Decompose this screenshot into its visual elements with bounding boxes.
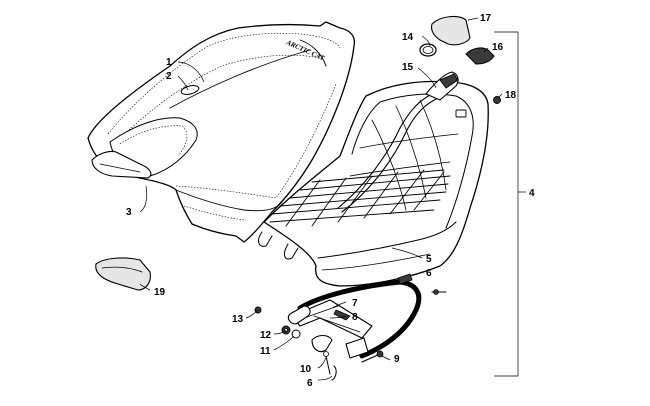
callout-3: 3 [126, 207, 132, 218]
callout-6-lower: 6 [307, 378, 313, 389]
callout-12: 12 [260, 330, 272, 341]
seat-stand [254, 279, 422, 381]
latch-hardware [419, 15, 501, 104]
callout-5: 5 [426, 254, 432, 265]
callout-9: 9 [394, 354, 400, 365]
callout-10: 10 [300, 364, 312, 375]
callout-4: 4 [529, 188, 535, 199]
callout-19: 19 [154, 287, 166, 298]
leader-lines [139, 17, 503, 381]
callout-6-upper: 6 [426, 268, 432, 279]
wire-grid [269, 169, 451, 227]
callout-7: 7 [352, 298, 358, 309]
callout-labels: 1 2 3 4 5 6 6 7 8 9 10 11 12 13 14 15 16… [126, 13, 535, 389]
callout-2: 2 [166, 71, 172, 82]
seat-cover-plate [95, 257, 151, 291]
callout-14: 14 [402, 32, 414, 43]
callout-17: 17 [480, 13, 492, 24]
assembly-bracket-4 [494, 31, 526, 377]
rear-seat-bracket [91, 150, 152, 179]
callout-15: 15 [402, 62, 414, 73]
callout-1: 1 [166, 57, 172, 68]
callout-13: 13 [232, 314, 244, 325]
callout-16: 16 [492, 42, 504, 53]
seat-base-frame [258, 80, 489, 287]
upper-clip-hardware [397, 273, 447, 295]
callout-18: 18 [505, 90, 517, 101]
callout-11: 11 [260, 346, 271, 357]
callout-8: 8 [352, 312, 358, 323]
